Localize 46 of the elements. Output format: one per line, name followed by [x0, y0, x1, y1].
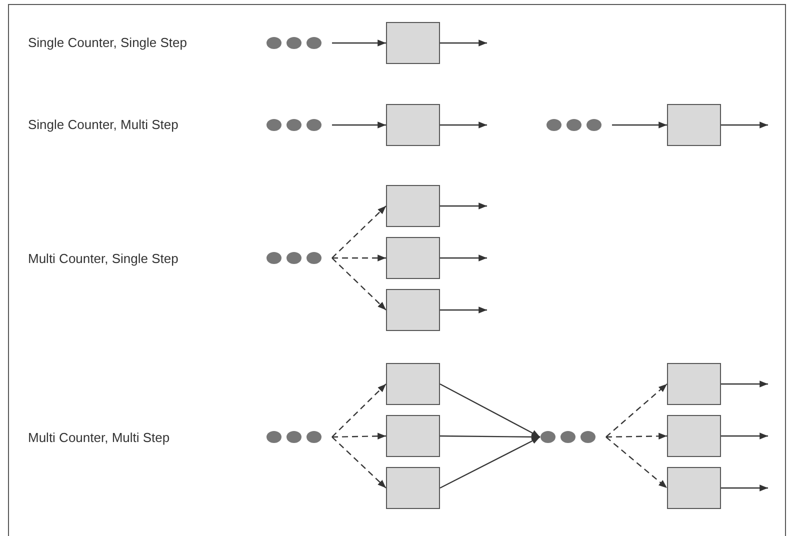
arrow	[440, 202, 487, 210]
row-label: Multi Counter, Single Step	[28, 251, 178, 267]
arrow	[721, 484, 768, 492]
queue-dots	[266, 36, 322, 50]
arrow	[332, 40, 386, 46]
dashed-arrow	[332, 436, 386, 488]
dashed-arrow	[332, 258, 386, 310]
arrow	[332, 122, 386, 128]
server-box	[667, 104, 721, 146]
arrow	[440, 40, 487, 46]
arrow	[440, 436, 540, 489]
server-box	[386, 467, 440, 509]
queue-dots	[266, 251, 322, 265]
server-box	[386, 104, 440, 146]
dashed-arrow	[332, 432, 386, 440]
arrow	[612, 122, 667, 128]
queue-dots	[266, 118, 322, 132]
row-label: Single Counter, Multi Step	[28, 117, 178, 133]
arrow	[721, 380, 768, 388]
arrow	[721, 122, 768, 128]
row-label: Single Counter, Single Step	[28, 35, 187, 51]
dashed-arrow	[332, 254, 386, 262]
server-box	[386, 363, 440, 405]
server-box	[667, 363, 721, 405]
row-label: Multi Counter, Multi Step	[28, 430, 170, 446]
arrow	[440, 254, 487, 262]
server-box	[667, 415, 721, 457]
arrow	[440, 306, 487, 314]
arrow	[440, 434, 540, 440]
queue-dots	[546, 118, 602, 132]
arrow	[440, 383, 540, 438]
server-box	[386, 185, 440, 227]
dashed-arrow	[606, 432, 668, 440]
server-box	[386, 289, 440, 331]
dashed-arrow	[606, 436, 668, 488]
dashed-arrow	[332, 206, 386, 258]
queue-dots	[266, 430, 322, 444]
server-box	[386, 237, 440, 279]
queue-dots	[540, 430, 596, 444]
dashed-arrow	[332, 384, 386, 438]
server-box	[386, 415, 440, 457]
arrow	[721, 432, 768, 440]
server-box	[386, 22, 440, 64]
dashed-arrow	[606, 384, 668, 438]
server-box	[667, 467, 721, 509]
arrow	[440, 122, 487, 128]
